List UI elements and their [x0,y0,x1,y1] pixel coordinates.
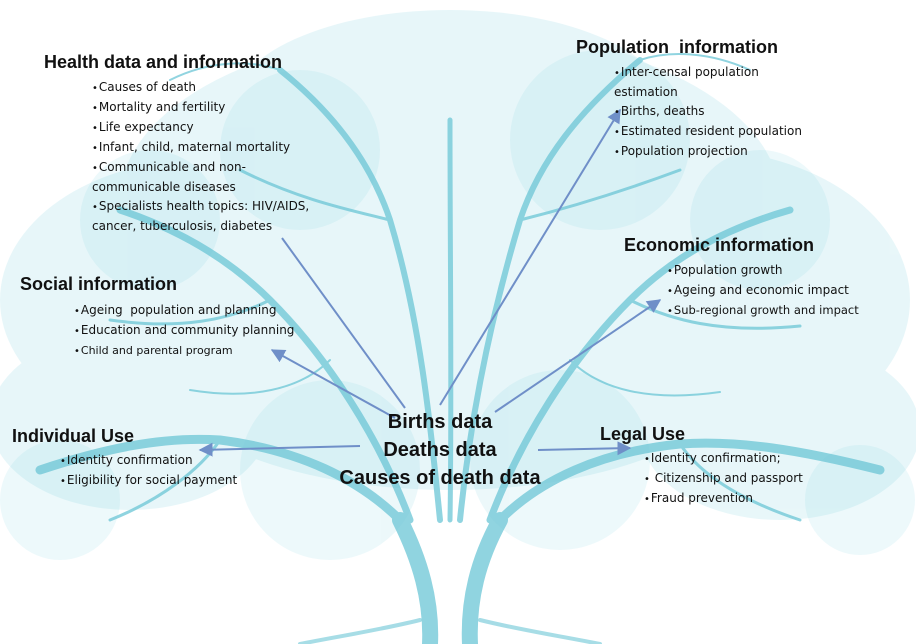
individual-title: Individual Use [12,426,135,446]
deaths-data-label: Deaths data [383,439,497,461]
list-item: Identity confirmation [60,451,312,471]
list-item: Population growth [667,261,914,281]
list-item: Births, deaths [614,102,814,122]
list-item: Causes of death [92,78,354,98]
economic-title: Economic information [624,235,815,255]
causes-of-death-data-label: Causes of death data [339,467,541,489]
list-item: Education and community planning [74,321,360,341]
social-title: Social information [20,274,178,294]
list-item: Identity confirmation; [644,449,900,469]
legal-branch: Legal Use Identity confirmation; Citizen… [600,423,900,509]
individual-branch: Individual Use Identity confirmation Eli… [12,425,312,491]
list-item: Infant, child, maternal mortality [92,138,354,158]
list-item: Child and parental program [74,341,360,361]
list-item: Specialists health topics: HIV/AIDS, can… [92,197,354,236]
list-item: Fraud prevention [644,489,900,509]
health-title: Health data and information [44,52,283,72]
economic-branch: Economic information Population growth A… [624,234,914,321]
legal-items: Identity confirmation; Citizenship and p… [644,449,900,509]
individual-items: Identity confirmation Eligibility for so… [60,451,312,491]
list-item: Population projection [614,142,814,162]
health-branch: Health data and information Causes of de… [44,51,364,236]
population-branch: Population information Inter-censal popu… [576,36,906,162]
list-item: Ageing population and planning [74,301,360,321]
economic-items: Population growth Ageing and economic im… [667,261,914,321]
social-items: Ageing population and planning Education… [74,301,360,361]
central-data: Births data Deaths data Causes of death … [320,408,560,492]
list-item: Mortality and fertility [92,98,354,118]
list-item: Ageing and economic impact [667,281,914,301]
list-item: Inter-censal population estimation [614,63,814,102]
population-title: Population information [576,37,778,57]
legal-title: Legal Use [600,424,686,444]
list-item: Life expectancy [92,118,354,138]
health-items: Causes of death Mortality and fertility … [92,78,354,236]
list-item: Estimated resident population [614,122,814,142]
list-item: Citizenship and passport [644,469,900,489]
list-item: Eligibility for social payment [60,471,312,491]
list-item: Communicable and non-communicable diseas… [92,158,302,197]
list-item: Sub-regional growth and impact [667,301,914,321]
social-branch: Social information Ageing population and… [20,273,360,361]
population-items: Inter-censal population estimation Birth… [614,63,814,162]
births-data-label: Births data [387,411,493,433]
